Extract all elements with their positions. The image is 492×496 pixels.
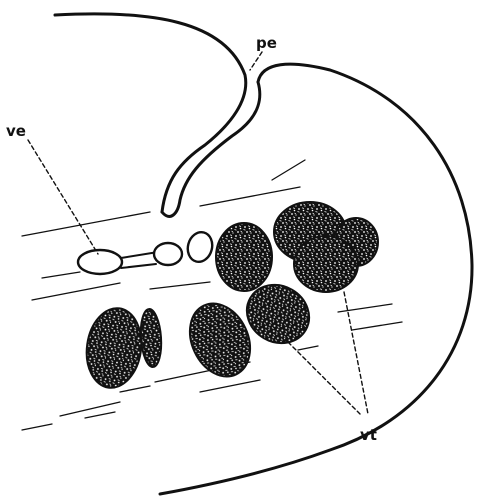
ve-leader bbox=[28, 140, 98, 254]
label-pe: pe bbox=[256, 34, 277, 52]
vt-leader-2 bbox=[344, 292, 368, 414]
outer-contour bbox=[55, 14, 246, 212]
vesicle bbox=[78, 250, 122, 274]
infold-inner-wall bbox=[162, 82, 260, 216]
vesicle bbox=[185, 229, 216, 264]
speckled-body bbox=[139, 308, 163, 367]
pe-leader bbox=[250, 52, 262, 70]
speckled-body bbox=[294, 236, 358, 292]
vesicle-chain bbox=[78, 229, 215, 274]
speckled-bodies bbox=[82, 202, 378, 391]
label-ve: ve bbox=[6, 122, 26, 140]
vt-leader-1 bbox=[288, 342, 360, 414]
speckled-body bbox=[82, 305, 147, 392]
vesicle-duct bbox=[121, 252, 158, 268]
vesicle bbox=[154, 243, 182, 265]
speckled-body bbox=[216, 223, 272, 291]
label-vt: vt bbox=[360, 426, 377, 444]
